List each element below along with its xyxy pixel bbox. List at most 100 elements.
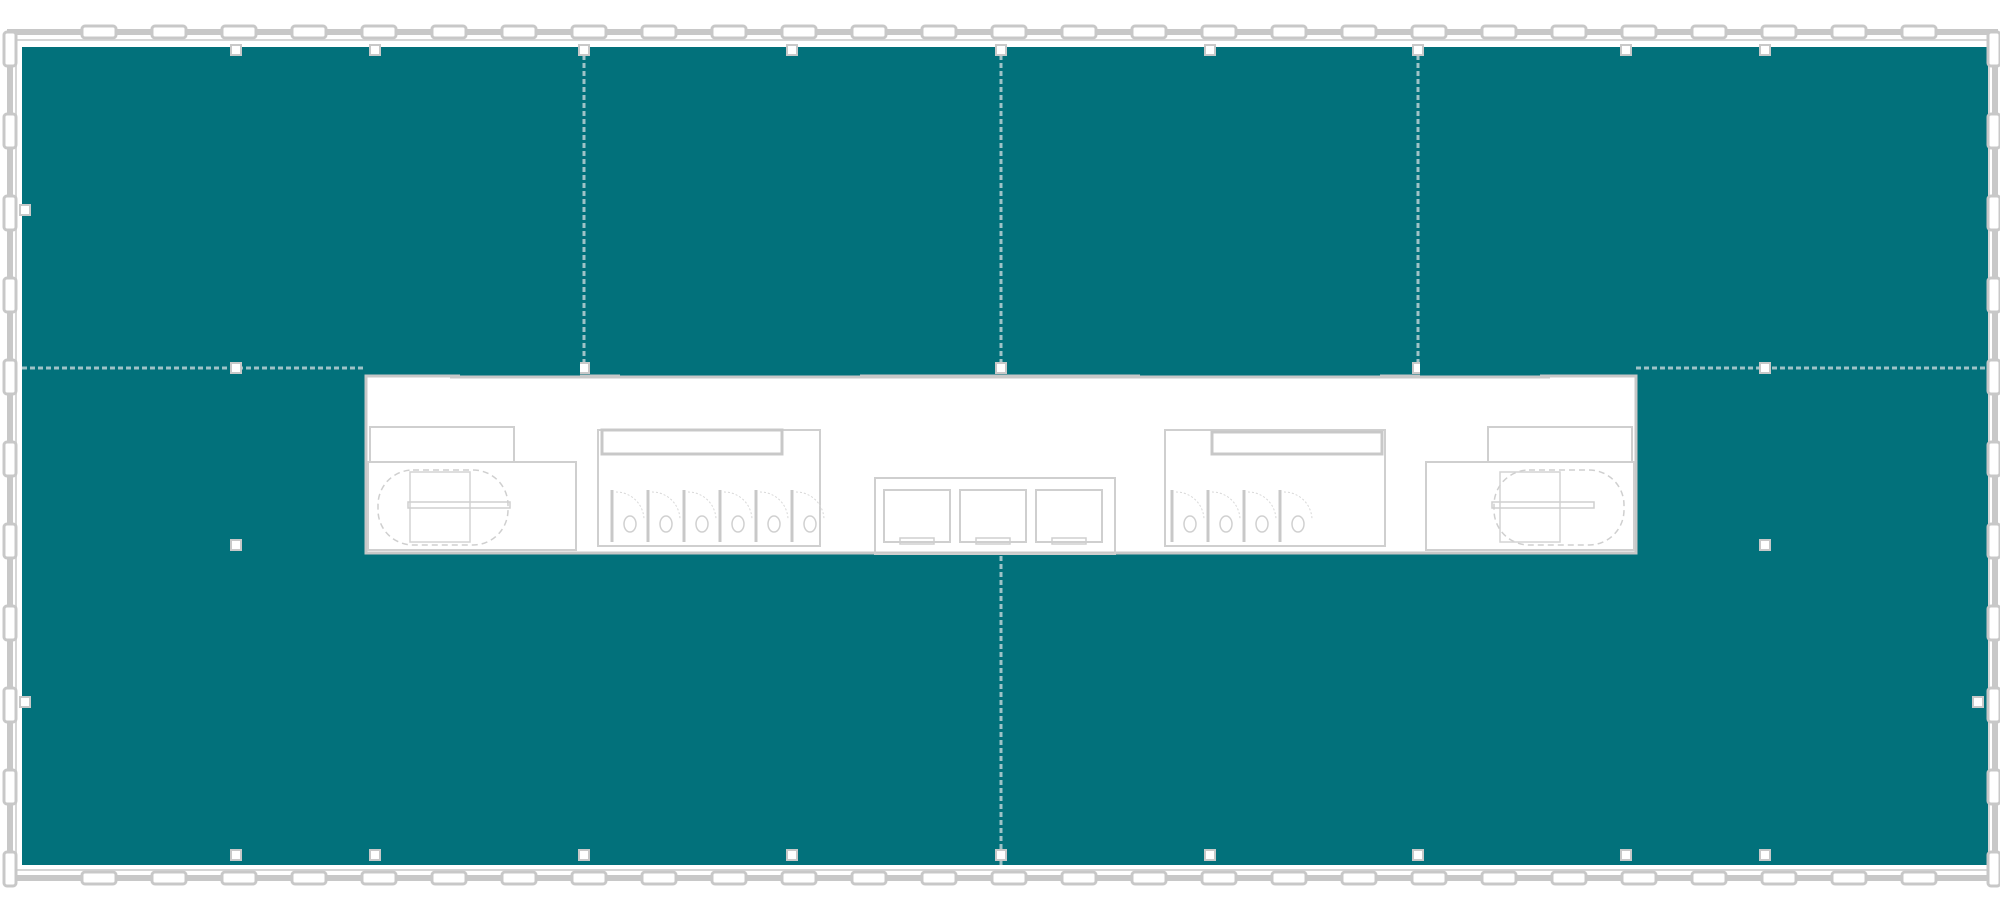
mullion-left	[2, 686, 18, 724]
column	[1412, 44, 1424, 56]
elevator-car	[959, 489, 1027, 543]
elevator-door	[899, 537, 935, 545]
mullion-left	[2, 358, 18, 396]
mullion-top	[640, 24, 678, 40]
toilet-icon	[1219, 515, 1233, 533]
mullion-left	[2, 194, 18, 232]
mullion-bottom	[1690, 870, 1728, 886]
door-swing-icon	[759, 491, 789, 521]
column	[1204, 44, 1216, 56]
facade-mullions	[2, 24, 2000, 888]
column	[995, 362, 1007, 374]
column	[1759, 44, 1771, 56]
door-swing-icon	[1175, 491, 1205, 521]
mullion-right	[1986, 440, 2000, 478]
column	[786, 44, 798, 56]
mullion-bottom	[150, 870, 188, 886]
mullion-top	[1270, 24, 1308, 40]
mullion-right	[1986, 686, 2000, 724]
mullion-top	[430, 24, 468, 40]
mullion-top	[850, 24, 888, 40]
mullion-bottom	[220, 870, 258, 886]
mullion-bottom	[640, 870, 678, 886]
elevator-door	[975, 537, 1011, 545]
column	[578, 362, 590, 374]
mullion-top	[290, 24, 328, 40]
column	[1972, 696, 1984, 708]
mullion-top	[1200, 24, 1238, 40]
mullion-top	[710, 24, 748, 40]
mullion-bottom	[1060, 870, 1098, 886]
column	[230, 44, 242, 56]
toilet-icon	[1183, 515, 1197, 533]
mullion-top	[220, 24, 258, 40]
mullion-top	[920, 24, 958, 40]
mullion-top	[360, 24, 398, 40]
core-notch-mid-left	[620, 358, 860, 376]
mullion-right	[1986, 604, 2000, 642]
mullion-bottom	[360, 870, 398, 886]
mullion-right	[1986, 276, 2000, 314]
mullion-right	[1986, 112, 2000, 150]
column	[230, 539, 242, 551]
toilet-icon	[767, 515, 781, 533]
mullion-top	[1620, 24, 1658, 40]
door-swing-icon	[687, 491, 717, 521]
column	[1204, 849, 1216, 861]
elevator-car	[1035, 489, 1103, 543]
mullion-left	[2, 604, 18, 642]
mullion-bottom	[1550, 870, 1588, 886]
mullion-bottom	[1200, 870, 1238, 886]
mullion-left	[2, 30, 18, 68]
toilet-icon	[803, 515, 817, 533]
mullion-bottom	[1760, 870, 1798, 886]
toilet-icon	[659, 515, 673, 533]
door-swing-icon	[1247, 491, 1277, 521]
mullion-left	[2, 112, 18, 150]
toilet-icon	[695, 515, 709, 533]
door-swing-icon	[723, 491, 753, 521]
door-swing-icon	[1283, 491, 1313, 521]
mullion-bottom	[1340, 870, 1378, 886]
restroom-left	[597, 428, 825, 547]
column	[230, 849, 242, 861]
toilet-icon	[731, 515, 745, 533]
mullion-top	[1340, 24, 1378, 40]
mullion-right	[1986, 768, 2000, 806]
mullion-top	[1760, 24, 1798, 40]
mullion-bottom	[1270, 870, 1308, 886]
column	[786, 849, 798, 861]
column	[578, 849, 590, 861]
toilet-icon	[1255, 515, 1269, 533]
column	[369, 44, 381, 56]
mullion-bottom	[1620, 870, 1658, 886]
mullion-bottom	[920, 870, 958, 886]
mullion-top	[990, 24, 1028, 40]
mullion-left	[2, 522, 18, 560]
column	[1620, 849, 1632, 861]
column	[1412, 849, 1424, 861]
mullion-bottom	[500, 870, 538, 886]
mullion-left	[2, 850, 18, 888]
column	[19, 204, 31, 216]
mullion-bottom	[570, 870, 608, 886]
elevator-bank	[874, 477, 1116, 555]
elevator-door	[1051, 537, 1087, 545]
restroom-right	[1164, 429, 1386, 547]
mullion-top	[1130, 24, 1168, 40]
column	[369, 849, 381, 861]
column	[230, 362, 242, 374]
column	[19, 696, 31, 708]
mullion-bottom	[710, 870, 748, 886]
mullion-left	[2, 440, 18, 478]
mullion-bottom	[80, 870, 118, 886]
mullion-bottom	[1410, 870, 1448, 886]
columns	[19, 44, 1984, 861]
core-floor	[364, 374, 1638, 555]
column	[1759, 849, 1771, 861]
mullion-bottom	[780, 870, 818, 886]
core-notch-right	[1420, 358, 1540, 376]
mullion-right	[1986, 194, 2000, 232]
mullion-bottom	[290, 870, 328, 886]
